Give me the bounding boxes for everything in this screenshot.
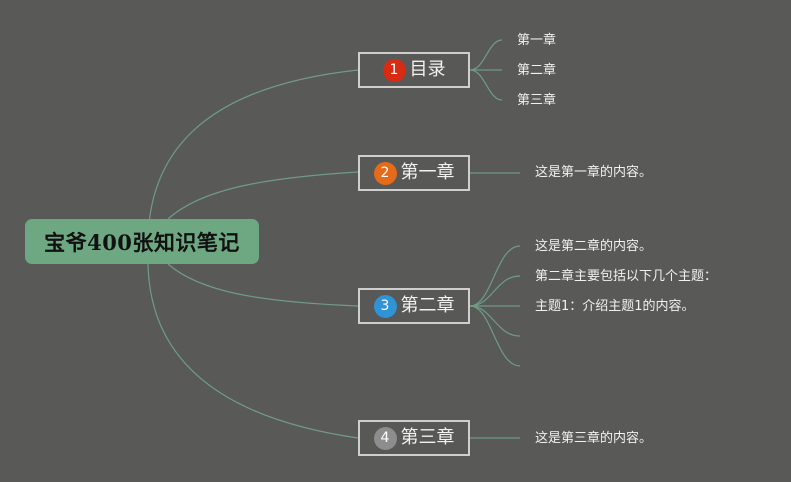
leaf-directory-chapter-1[interactable]: 第一章 (517, 33, 557, 48)
number-badge-3: 3 (373, 294, 397, 318)
link-branch-3-leaf-5 (469, 305, 521, 367)
leaf-chapter-1-content[interactable]: 这是第一章的内容。 (535, 165, 653, 180)
branch-label-1: 目录 (409, 59, 446, 80)
number-badge-2: 2 (373, 161, 397, 185)
link-root-branch-4 (147, 263, 359, 439)
branch-node-1[interactable]: 1 目录 (358, 52, 470, 88)
leaf-directory-chapter-3[interactable]: 第三章 (517, 93, 557, 108)
link-root-branch-2 (167, 171, 359, 220)
number-badge-4: 4 (373, 426, 397, 450)
number-badge-1: 1 (382, 58, 406, 82)
root-title: 宝爷400张知识笔记 (44, 229, 240, 255)
link-root-branch-3 (167, 263, 359, 307)
branch-label-4: 第三章 (400, 427, 455, 448)
link-branch-1-leaf-1 (469, 39, 503, 71)
link-branch-3-leaf-2 (469, 275, 521, 307)
branch-label-3: 第二章 (400, 295, 455, 316)
leaf-chapter-2-topics[interactable]: 第二章主要包括以下几个主题： (535, 269, 718, 284)
leaf-chapter-3-content[interactable]: 这是第三章的内容。 (535, 431, 653, 446)
branch-label-2: 第一章 (400, 162, 455, 183)
root-node[interactable]: 宝爷400张知识笔记 (25, 219, 259, 264)
link-root-branch-1 (147, 69, 359, 241)
link-branch-3-leaf-4 (469, 305, 521, 337)
leaf-topic-1[interactable]: 主题1：介绍主题1的内容。 (535, 299, 695, 314)
branch-node-4[interactable]: 4 第三章 (358, 420, 470, 456)
link-branch-3-leaf-1 (469, 245, 521, 307)
branch-node-3[interactable]: 3 第二章 (358, 288, 470, 324)
link-branch-1-leaf-3 (469, 69, 503, 101)
branch-node-2[interactable]: 2 第一章 (358, 155, 470, 191)
leaf-directory-chapter-2[interactable]: 第二章 (517, 63, 557, 78)
leaf-chapter-2-content[interactable]: 这是第二章的内容。 (535, 239, 653, 254)
